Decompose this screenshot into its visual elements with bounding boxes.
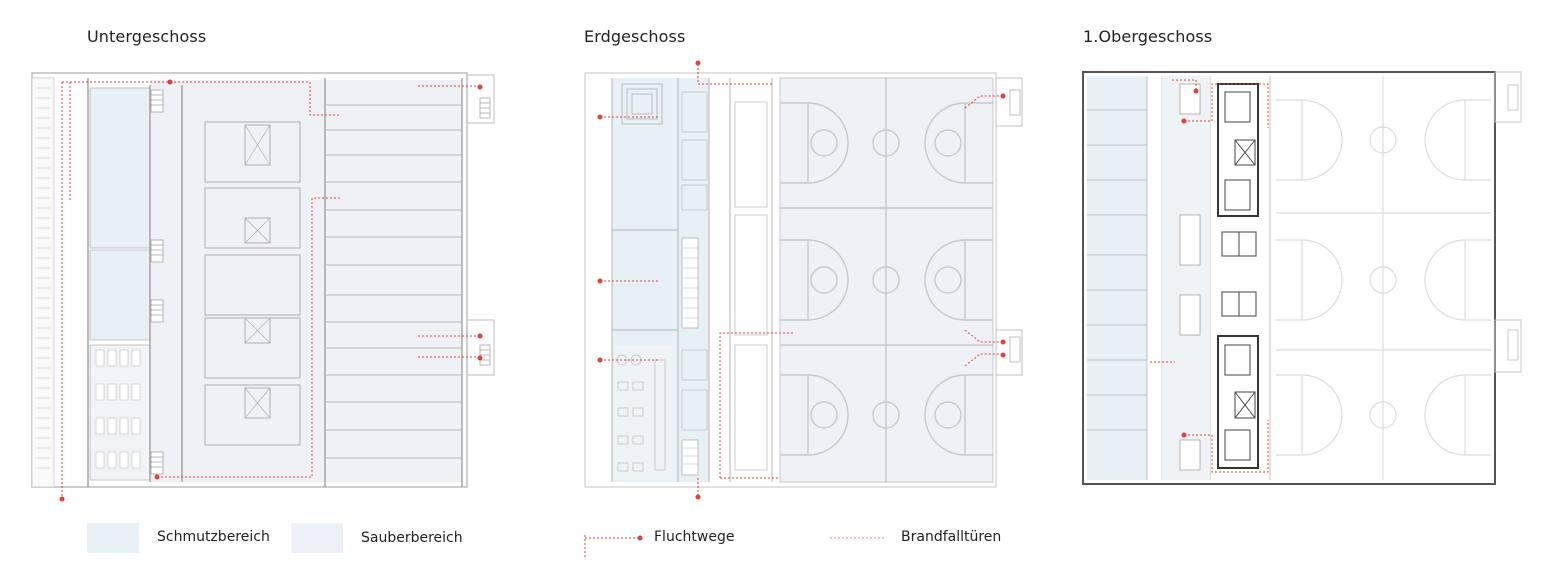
floor-title-untergeschoss: Untergeschoss — [87, 27, 207, 46]
floor-title-erdgeschoss: Erdgeschoss — [584, 27, 686, 46]
floor-title-obergeschoss: 1.Obergeschoss — [1083, 27, 1213, 46]
legend-label-sauberbereich: Sauberbereich — [361, 530, 463, 546]
legend-swatch-schmutzbereich — [87, 523, 139, 553]
plan-obergeschoss — [1082, 71, 1522, 485]
legend-swatch-sauberbereich — [291, 523, 343, 553]
legend-swatches — [87, 523, 886, 553]
plan-erdgeschoss — [584, 60, 1023, 558]
legend-label-brandfalltueren: Brandfalltüren — [901, 529, 1002, 545]
legend-label-fluchtwege: Fluchtwege — [654, 529, 735, 545]
legend-label-schmutzbereich: Schmutzbereich — [157, 529, 270, 545]
plan-untergeschoss — [31, 72, 495, 502]
